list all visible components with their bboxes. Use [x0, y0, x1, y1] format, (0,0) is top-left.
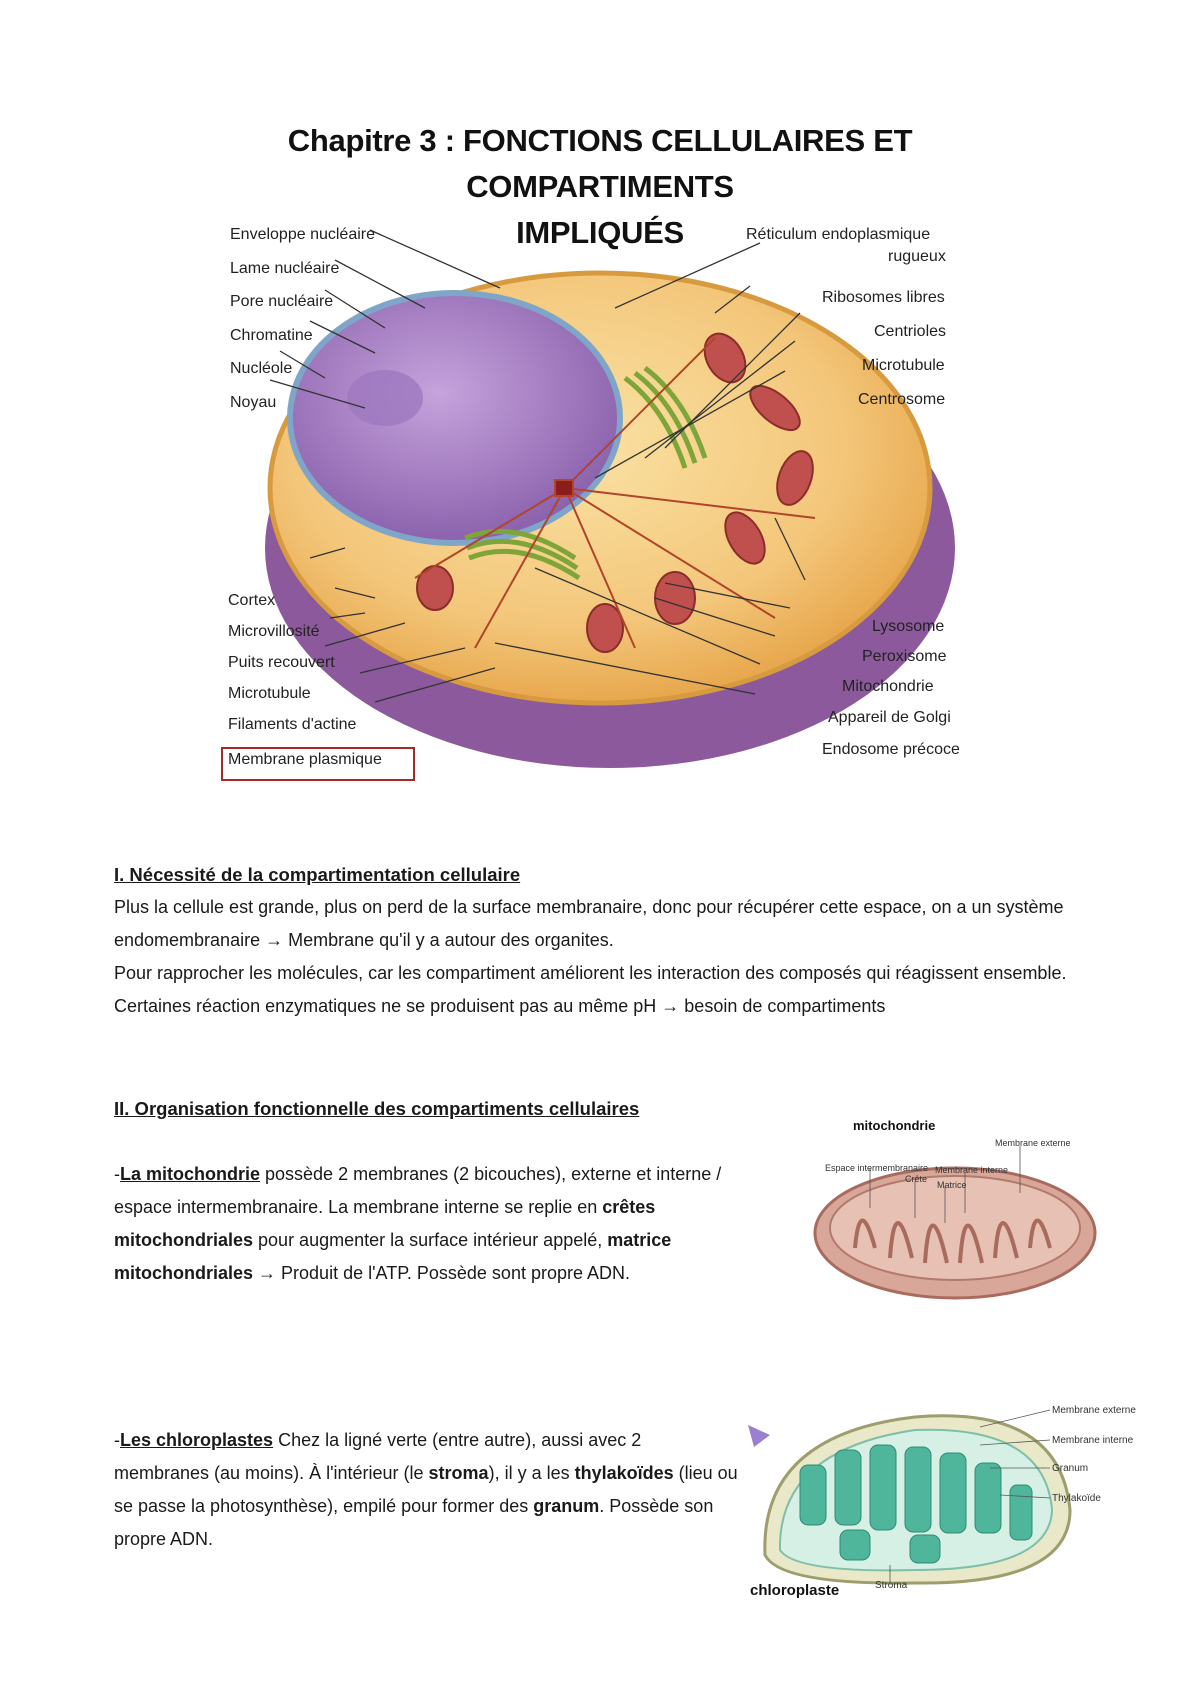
- label-chromatine: Chromatine: [230, 327, 313, 344]
- nucleus: [287, 290, 623, 546]
- label-microvillosite: Microvillosité: [228, 623, 320, 640]
- nucleolus: [347, 370, 423, 426]
- chloro-label-membrane-externe: Membrane externe: [1052, 1405, 1136, 1416]
- mito-caption: mitochondrie: [853, 1118, 936, 1133]
- label-filaments-actine: Filaments d'actine: [228, 716, 357, 733]
- label-lame-nucleaire: Lame nucléaire: [230, 260, 340, 277]
- label-reticulum-1: Réticulum endoplasmique: [746, 226, 931, 243]
- label-centrosome: Centrosome: [858, 391, 946, 408]
- chloroplast-drawing: [748, 1409, 1072, 1585]
- section-1-paragraph-3: Certaines réaction enzymatiques ne se pr…: [114, 996, 886, 1016]
- mitochondria-drawing: [813, 1146, 1097, 1300]
- label-endosome-precoce: Endosome précoce: [822, 741, 960, 758]
- label-microtubule-right: Microtubule: [862, 357, 945, 374]
- label-noyau: Noyau: [230, 394, 277, 411]
- label-puits-recouvert: Puits recouvert: [228, 654, 335, 671]
- mito-text-3: → Produit de l'ATP. Possède sont propre …: [253, 1263, 630, 1283]
- mito-label-espace-intermembranaire: Espace intermembranaire: [825, 1163, 929, 1173]
- title-line-1: Chapitre 3 : FONCTIONS CELLULAIRES ET CO…: [287, 123, 913, 204]
- label-microtubule-left: Microtubule: [228, 685, 311, 702]
- mito-text-1: possède 2 membranes (2 bicouches), exter…: [114, 1164, 722, 1217]
- chloro-dash: -: [114, 1430, 120, 1450]
- mitochondria-figure: mitochondrie Membrane externe Espace int…: [805, 1118, 1105, 1318]
- cell-diagram: [265, 229, 955, 768]
- section-2-heading: II. Organisation fonctionnelle des compa…: [114, 1098, 640, 1119]
- label-membrane-plasmique: Membrane plasmique: [228, 751, 382, 768]
- chloro-bold-thylakoides: thylakoïdes: [574, 1463, 674, 1483]
- label-centrioles: Centrioles: [874, 323, 947, 340]
- chloro-text-3: (lieu ou se passe la photosynthèse), emp…: [114, 1463, 738, 1516]
- chloro-label-thylakoide: Thylakoïde: [1052, 1493, 1101, 1504]
- chloro-label-granum: Granum: [1052, 1463, 1089, 1474]
- mito-name: La mitochondrie: [120, 1164, 261, 1184]
- chloroplast-caption: chloroplaste: [750, 1582, 840, 1599]
- mito-label-membrane-externe: Membrane externe: [995, 1138, 1071, 1148]
- label-pore-nucleaire: Pore nucléaire: [230, 293, 334, 310]
- chloro-label-membrane-interne: Membrane interne: [1052, 1435, 1134, 1446]
- centrosome: [414, 337, 816, 649]
- label-cortex: Cortex: [228, 592, 276, 609]
- title-line-2: IMPLIQUÉS: [516, 215, 684, 250]
- mitochondria-paragraph: -La mitochondrie possède 2 membranes (2 …: [114, 1158, 779, 1290]
- mito-label-membrane-interne: Membrane interne: [935, 1165, 1009, 1175]
- label-lysosome: Lysosome: [872, 618, 945, 635]
- chloro-text-2: ), il y a les: [488, 1463, 575, 1483]
- leader-lines: [269, 229, 806, 703]
- page-title: Chapitre 3 : FONCTIONS CELLULAIRES ET CO…: [150, 118, 1050, 256]
- section-1-paragraph-1: Plus la cellule est grande, plus on perd…: [114, 897, 1064, 950]
- chloroplast-figure: Membrane externe Membrane interne Granum…: [740, 1405, 1180, 1605]
- chloro-bold-stroma: stroma: [428, 1463, 489, 1483]
- mito-label-matrice: Matrice: [937, 1180, 967, 1190]
- mito-dash: -: [114, 1164, 120, 1184]
- mitochondria-group: [416, 332, 814, 653]
- chloroplast-paragraph: -Les chloroplastes Chez la ligné verte (…: [114, 1424, 739, 1556]
- mito-bold-matrice: matrice mitochondriales: [114, 1230, 672, 1283]
- chloro-label-stroma: Stroma: [875, 1580, 908, 1591]
- section-2: II. Organisation fonctionnelle des compa…: [114, 1092, 1074, 1125]
- section-1-heading: I. Nécessité de la compartimentation cel…: [114, 864, 521, 885]
- chloro-name: Les chloroplastes: [120, 1430, 274, 1450]
- chloro-bold-granum: granum: [533, 1496, 600, 1516]
- chloro-text-1: Chez la ligné verte (entre autre), aussi…: [114, 1430, 642, 1483]
- section-1-paragraph-2: Pour rapprocher les molécules, car les c…: [114, 963, 1067, 983]
- label-ribosomes-libres: Ribosomes libres: [822, 289, 945, 306]
- label-peroxisome: Peroxisome: [862, 648, 947, 665]
- mito-text-2: pour augmenter la surface intérieur appe…: [253, 1230, 608, 1250]
- label-mitochondrie: Mitochondrie: [842, 678, 934, 695]
- label-reticulum-2: rugueux: [888, 248, 946, 265]
- mito-label-crete: Crête: [905, 1174, 928, 1184]
- label-enveloppe-nucleaire: Enveloppe nucléaire: [230, 226, 375, 243]
- label-appareil-golgi: Appareil de Golgi: [828, 709, 951, 726]
- golgi-apparatus: [464, 366, 708, 581]
- label-nucleole: Nucléole: [230, 360, 293, 377]
- membrane-plasmique-box: [221, 747, 415, 781]
- mito-bold-cretes: crêtes mitochondriales: [114, 1197, 656, 1250]
- chloro-text-4: . Possède son propre ADN.: [114, 1496, 714, 1549]
- section-1: I. Nécessité de la compartimentation cel…: [114, 858, 1074, 1023]
